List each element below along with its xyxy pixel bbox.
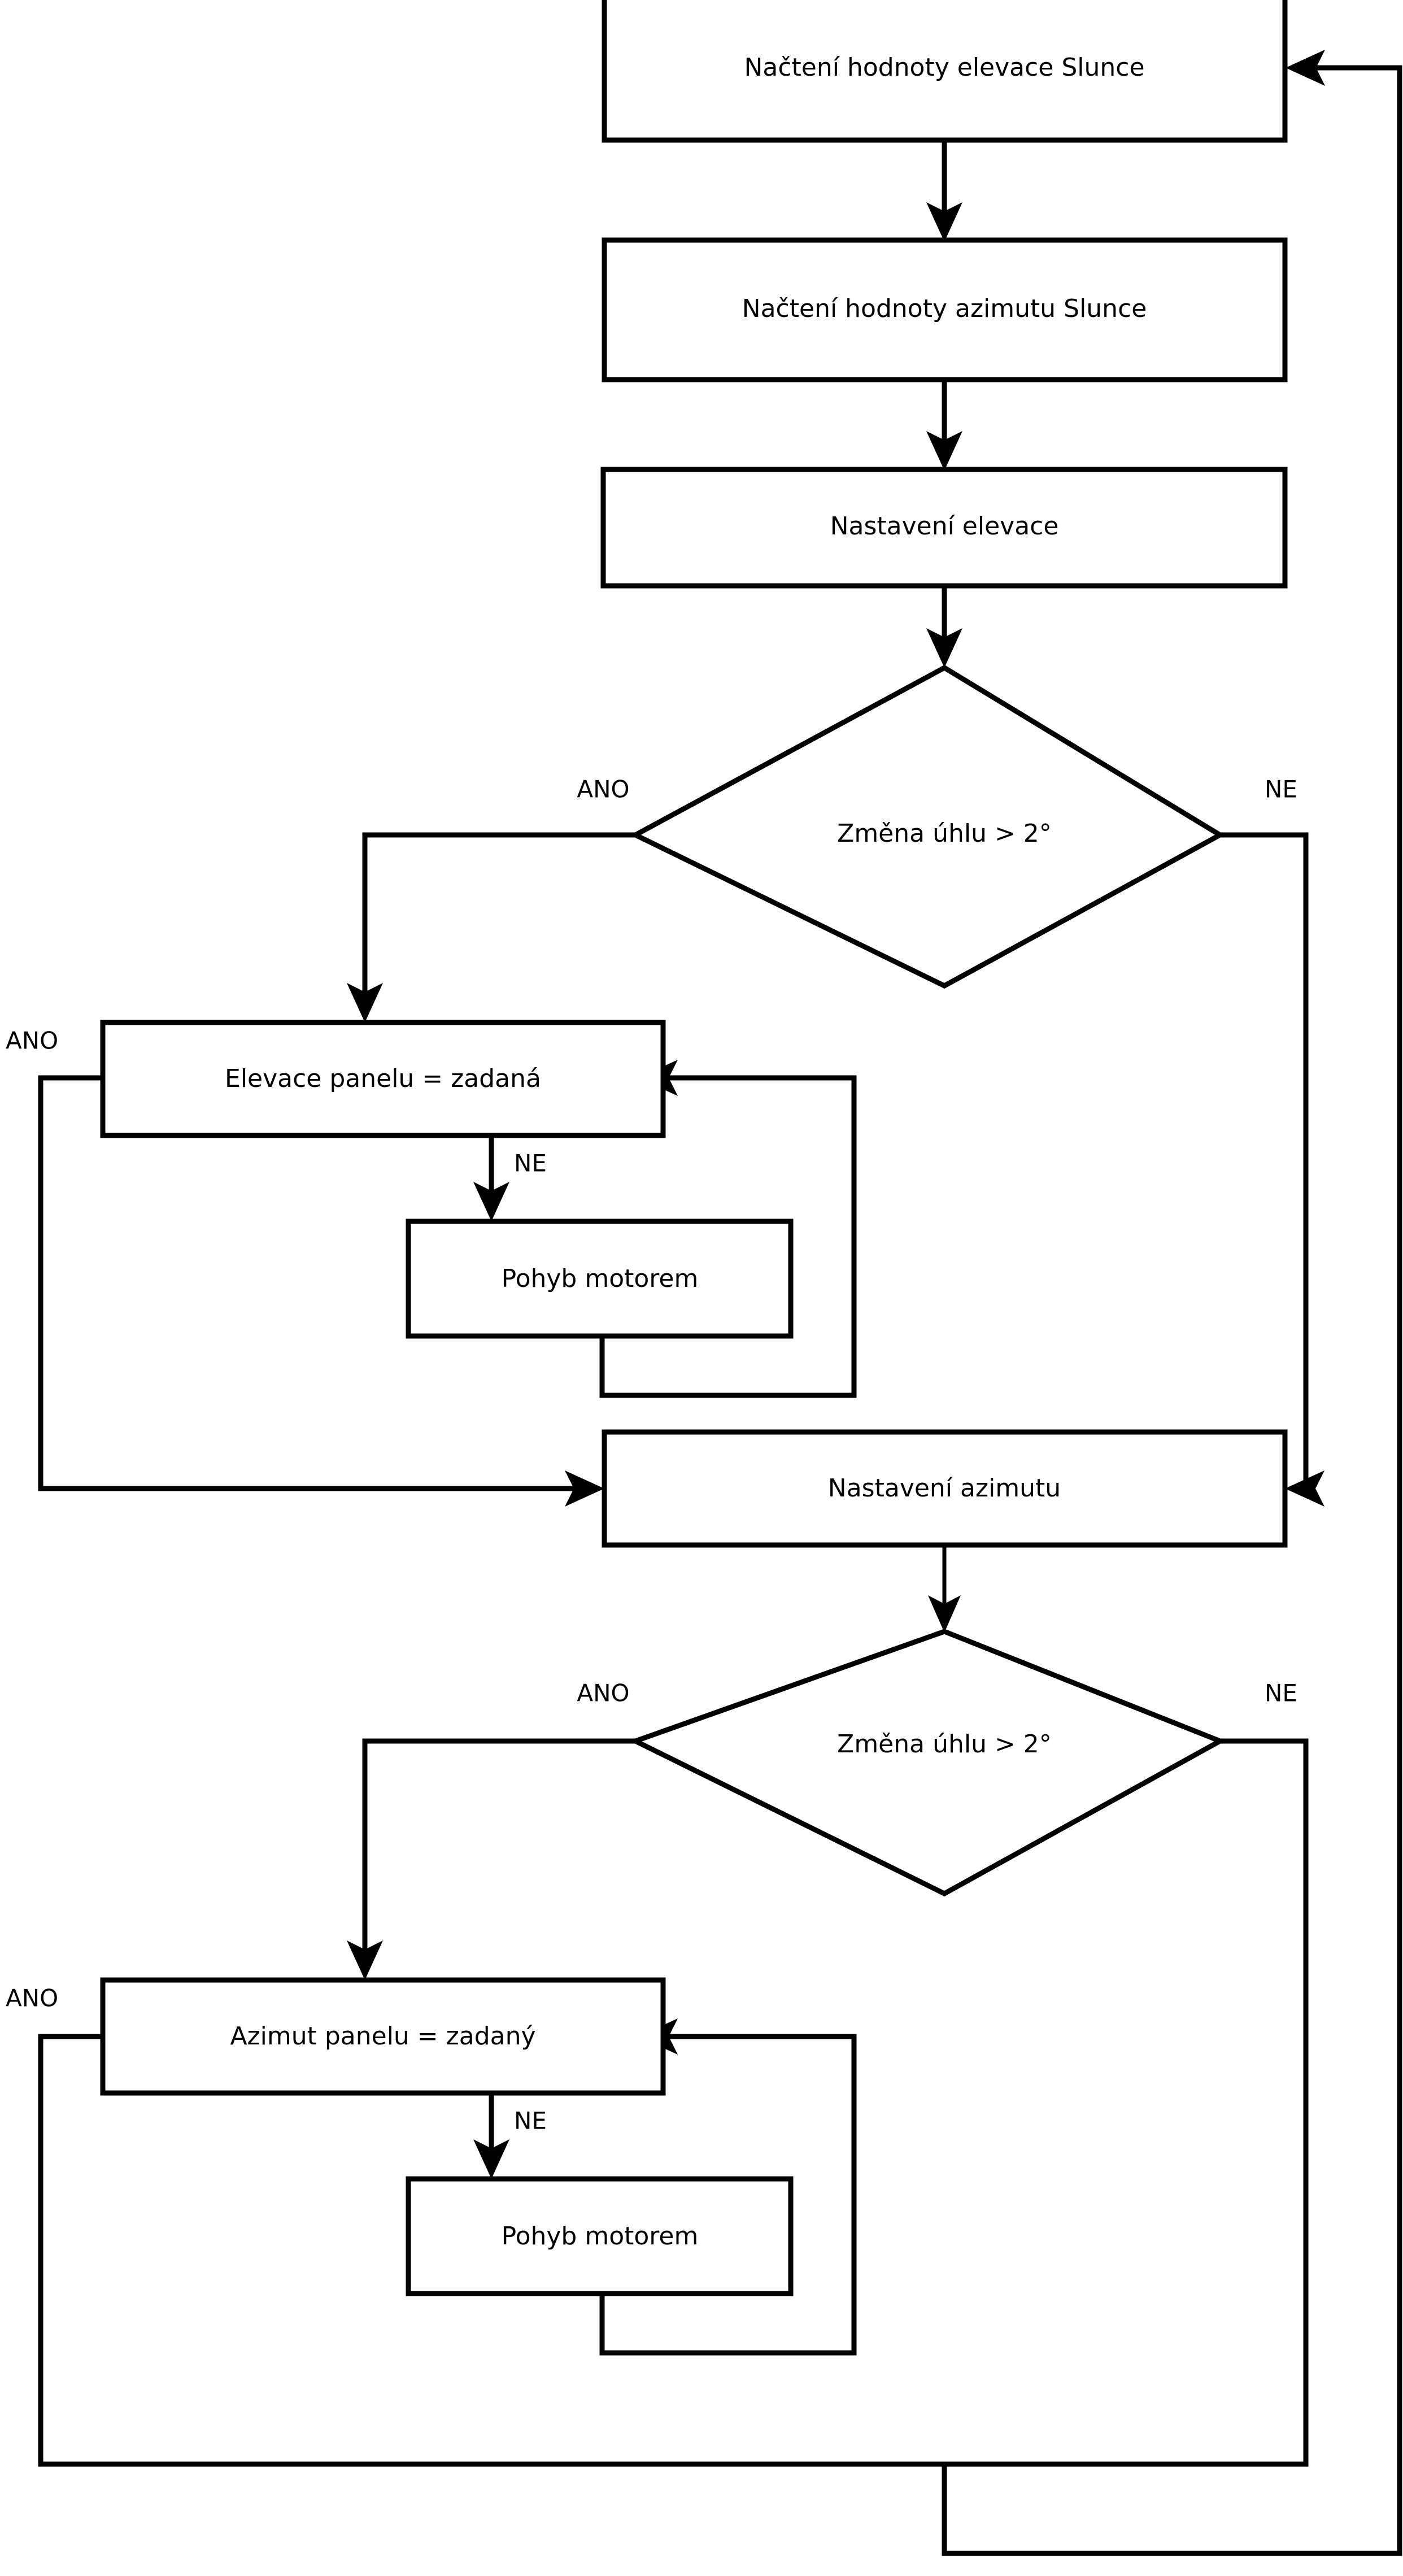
node-read-azimuth[interactable]: Načtení hodnoty azimutu Slunce [602,237,1288,382]
node-panel-elevation-equals-label: Elevace panelu = zadaná [225,1064,541,1093]
node-panel-azimuth-equals-label: Azimut panelu = zadaný [230,2022,535,2051]
edge-label-panel-azimuth-no: NE [514,2107,547,2135]
node-decision-elevation[interactable]: Změna úhlu > 2° [630,664,1226,989]
node-motor-move-azimuth[interactable]: Pohyb motorem [406,2176,794,2296]
node-motor-move-elevation-label: Pohyb motorem [502,1264,699,1293]
node-set-elevation-label: Nastavení elevace [830,512,1059,541]
node-read-azimuth-label: Načtení hodnoty azimutu Slunce [742,294,1147,323]
node-set-azimuth[interactable]: Nastavení azimutu [602,1429,1288,1548]
edge-decision-elevation-yes [347,832,635,1022]
edge-label-panel-azimuth-yes: ANO [6,1985,58,2012]
edge-label-panel-elevation-yes: ANO [6,1027,58,1055]
edge-decision-azimuth-yes [347,1738,635,1980]
node-motor-move-elevation[interactable]: Pohyb motorem [406,1219,794,1339]
edge-panel-elevation-yes [38,1075,604,1507]
node-read-elevation-label: Načtení hodnoty elevace Slunce [744,53,1144,82]
node-set-elevation[interactable]: Nastavení elevace [600,467,1288,589]
node-decision-azimuth[interactable]: Změna úhlu > 2° [629,1629,1226,1897]
edge-set-elevation-to-decision-elevation [926,586,962,668]
edge-label-decision-azimuth-yes: ANO [577,1679,629,1707]
edge-label-decision-elevation-yes: ANO [577,776,629,803]
edge-panel-azimuth-no [473,2093,509,2179]
node-set-azimuth-label: Nastavení azimutu [828,1474,1061,1503]
edge-label-decision-azimuth-no: NE [1265,1679,1297,1707]
edge-read-elevation-to-read-azimuth [926,140,962,242]
edge-panel-azimuth-yes [38,2034,1306,2467]
node-read-elevation[interactable]: Načtení hodnoty elevace Slunce [602,0,1288,143]
edge-decision-elevation-no [1220,832,1324,1507]
node-panel-azimuth-equals[interactable]: Azimut panelu = zadaný [100,1977,666,2096]
node-decision-elevation-label: Změna úhlu > 2° [837,819,1052,848]
edge-set-azimuth-to-decision-azimuth [928,1545,961,1633]
node-panel-elevation-equals[interactable]: Elevace panelu = zadaná [100,1020,666,1138]
edge-decision-azimuth-no [942,50,1402,2556]
node-decision-azimuth-label: Změna úhlu > 2° [837,1730,1052,1759]
edge-label-decision-elevation-no: NE [1265,776,1297,803]
edge-label-panel-elevation-no: NE [514,1150,547,1177]
edge-read-azimuth-to-set-elevation [926,380,962,471]
edge-panel-elevation-no [473,1135,509,1221]
node-motor-move-azimuth-label: Pohyb motorem [502,2222,699,2251]
